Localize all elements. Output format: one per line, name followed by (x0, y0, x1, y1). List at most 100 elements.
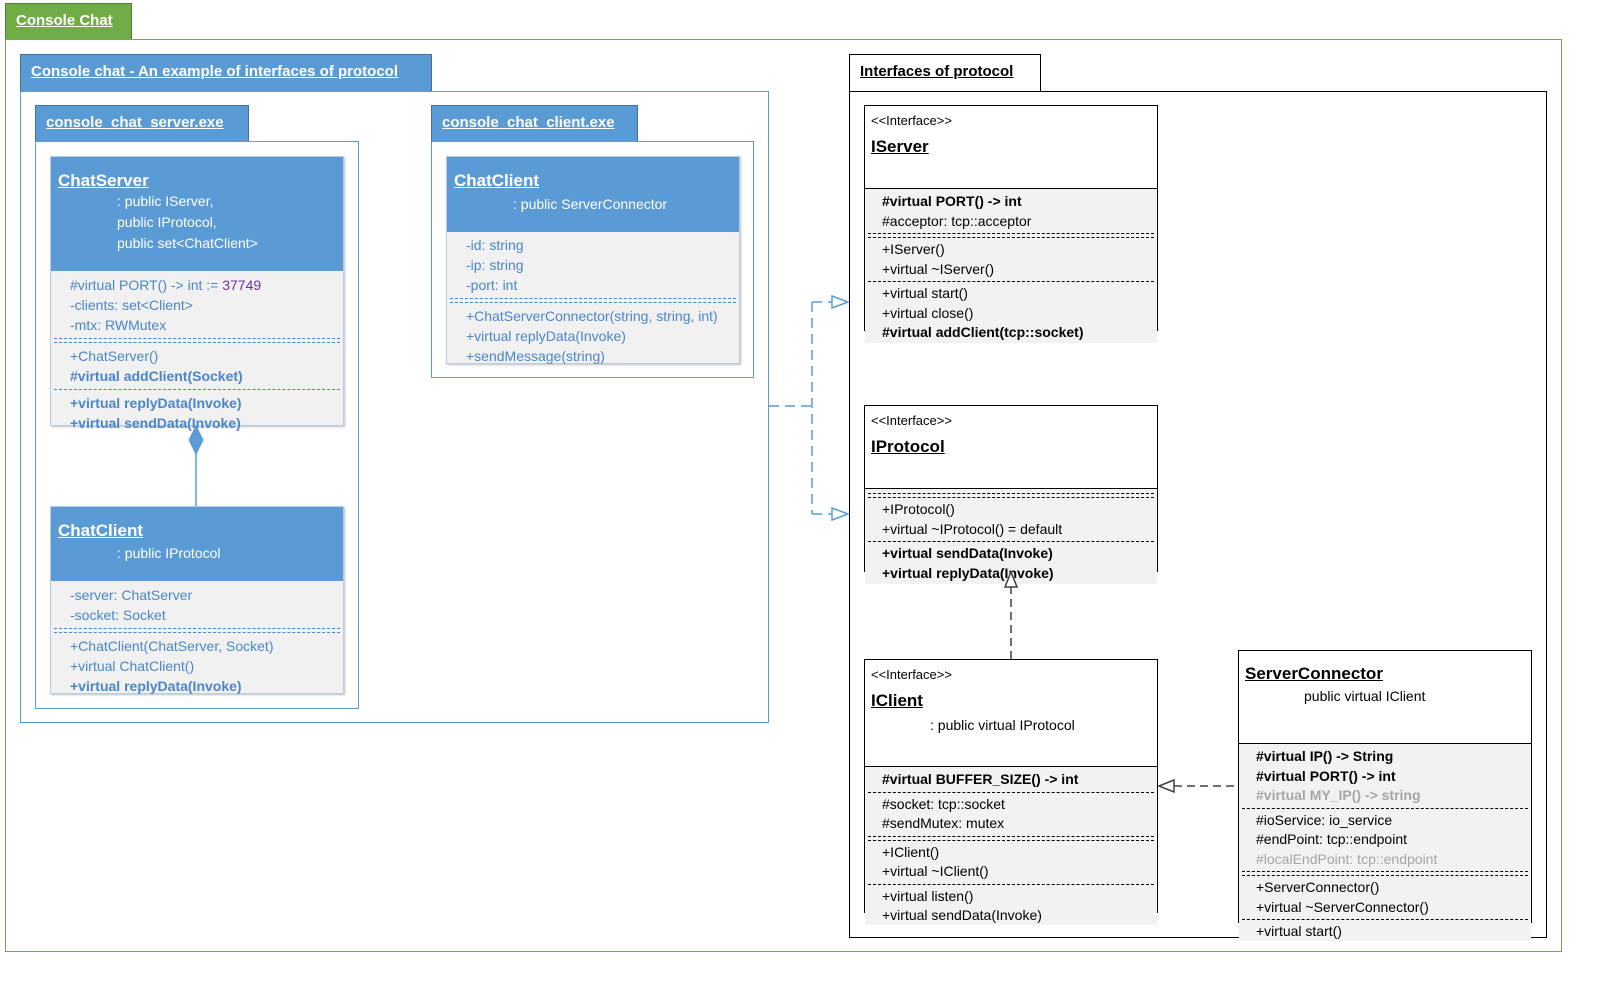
iclient-attr: #socket: tcp::socket (882, 795, 1005, 812)
iserver-stereotype: <<Interface>> (871, 113, 952, 128)
chatserver-base-3: public set<ChatClient> (117, 235, 258, 251)
serverconnector-attr: #endPoint: tcp::endpoint (1256, 831, 1408, 847)
chatserver-header: ChatServer : public IServer, public IPro… (51, 157, 343, 271)
chatserver-ops-2: +virtual replyData(Invoke) +virtual send… (51, 390, 343, 436)
server-package-tab: console_chat_server.exe (35, 105, 249, 142)
separator (868, 791, 1154, 793)
iprotocol-interface: <<Interface>> IProtocol +IProtocol() +vi… (864, 405, 1158, 584)
chatclient-name: ChatClient (58, 521, 143, 540)
chatserver-base-1: : public IServer, (117, 193, 214, 209)
left-frame (20, 91, 769, 723)
client-chatclient-base: : public ServerConnector (513, 196, 668, 212)
iserver-op: +IServer() (882, 241, 945, 257)
server-package-frame (35, 141, 359, 709)
client-chatclient-name: ChatClient (454, 171, 539, 190)
chatserver-op: +ChatServer() (70, 348, 159, 364)
iserver-name: IServer (871, 137, 929, 156)
port-attr-text: #virtual PORT() -> int := (70, 277, 223, 293)
iserver-interface: <<Interface>> IServer #virtual PORT() ->… (864, 105, 1158, 343)
client-chatclient-attributes: -id: string -ip: string -port: int (447, 232, 739, 298)
realization-arrow-iprotocol (831, 506, 851, 522)
iclient-attr-0: #virtual BUFFER_SIZE() -> int (865, 767, 1157, 792)
iserver-op: #virtual addClient(tcp::socket) (882, 324, 1084, 340)
iserver-header: <<Interface>> IServer (865, 106, 1157, 188)
serverconnector-attr: #ioService: io_service (1256, 811, 1393, 828)
serverconnector-header: ServerConnector public virtual IClient (1239, 651, 1531, 743)
client-chatclient-op: +sendMessage(string) (466, 348, 605, 364)
client-chatclient-attr: -id: string (466, 237, 524, 253)
serverconnector-attr: #virtual IP() -> String (1256, 748, 1394, 764)
port-value: 37749 (222, 277, 262, 293)
chatclient-attr: -socket: Socket (70, 607, 166, 623)
chatclient-base: : public IProtocol (117, 545, 221, 561)
iserver-attr: #acceptor: tcp::acceptor (882, 212, 1032, 229)
chatserver-op: +virtual sendData(Invoke) (70, 415, 241, 431)
iclient-op: +virtual sendData(Invoke) (882, 907, 1042, 923)
client-package-tab: console_chat_client.exe (431, 105, 638, 142)
iclient-name: IClient (871, 691, 923, 710)
iclient-interface: <<Interface>> IClient : public virtual I… (864, 659, 1158, 925)
separator (1242, 871, 1528, 876)
serverconnector-attr: #localEndPoint: tcp::endpoint (1256, 850, 1438, 867)
chatserver-name: ChatServer (58, 171, 149, 190)
chatclient-op: +ChatClient(ChatServer, Socket) (70, 638, 274, 654)
iprotocol-ops-1: +IProtocol() +virtual ~IProtocol() = def… (865, 498, 1157, 541)
separator (868, 493, 1154, 498)
iserver-op: +virtual close() (882, 304, 974, 321)
client-chatclient-op: +ChatServerConnector(string, string, int… (466, 308, 718, 324)
iclient-iprotocol-connector (1003, 569, 1019, 659)
right-frame (849, 91, 1547, 938)
iprotocol-op: +IProtocol() (882, 501, 955, 517)
separator (54, 389, 340, 390)
client-package-frame (431, 141, 754, 378)
iprotocol-op: +virtual sendData(Invoke) (882, 545, 1053, 561)
iserver-ops-2: +virtual start() +virtual close() #virtu… (865, 282, 1157, 345)
chatserver-base-2: public IProtocol, (117, 214, 217, 230)
iclient-ops-1: +IClient() +virtual ~IClient() (865, 841, 1157, 884)
chatclient-attr: -server: ChatServer (70, 587, 193, 603)
separator (54, 338, 340, 343)
serverconnector-iclient-connector (1156, 778, 1238, 794)
iprotocol-op: +virtual ~IProtocol() = default (882, 520, 1063, 537)
chatserver-attr: -clients: set<Client> (70, 297, 193, 313)
iclient-stereotype: <<Interface>> (871, 667, 952, 682)
realization-arrow-iserver (831, 294, 851, 310)
serverconnector-ops-2: +virtual start() (1239, 920, 1531, 944)
chatserver-op: #virtual addClient(Socket) (70, 368, 243, 384)
chatserver-attr: -mtx: RWMutex (70, 317, 167, 333)
iclient-header: <<Interface>> IClient : public virtual I… (865, 660, 1157, 766)
serverconnector-op: +ServerConnector() (1256, 879, 1380, 895)
iclient-base: : public virtual IProtocol (930, 717, 1075, 733)
iserver-attrs: #virtual PORT() -> int #acceptor: tcp::a… (865, 189, 1157, 233)
chatclient-attributes: -server: ChatServer -socket: Socket (51, 581, 343, 628)
client-chatclient-attr: -port: int (466, 277, 518, 293)
separator (868, 835, 1154, 841)
separator (868, 541, 1154, 542)
serverconnector-op: +virtual start() (1256, 923, 1342, 939)
separator (868, 883, 1154, 885)
serverconnector-attr: #virtual PORT() -> int (1256, 767, 1396, 784)
iclient-ops-2: +virtual listen() +virtual sendData(Invo… (865, 885, 1157, 928)
chatserver-port-attr: #virtual PORT() -> int := 37749 (70, 275, 343, 295)
separator (450, 298, 736, 303)
outer-frame-tab: Console Chat (5, 3, 132, 40)
iclient-op: +virtual ~IClient() (882, 863, 989, 879)
iclient-op: +virtual listen() (882, 887, 974, 904)
chatclient-ops: +ChatClient(ChatServer, Socket) +virtual… (51, 633, 343, 699)
outer-frame (5, 39, 1562, 952)
serverconnector-name: ServerConnector (1245, 664, 1383, 683)
client-chatclient-header: ChatClient : public ServerConnector (447, 157, 739, 232)
separator (54, 628, 340, 633)
iserver-attr: #virtual PORT() -> int (882, 193, 1022, 209)
iserver-op: +virtual ~IServer() (882, 260, 995, 277)
iprotocol-body: +IProtocol() +virtual ~IProtocol() = def… (865, 488, 1157, 584)
iprotocol-name: IProtocol (871, 437, 945, 456)
serverconnector-class: ServerConnector public virtual IClient #… (1238, 650, 1532, 941)
iclient-body: #virtual BUFFER_SIZE() -> int #socket: t… (865, 766, 1157, 925)
chatclient-header: ChatClient : public IProtocol (51, 507, 343, 581)
serverconnector-attr: #virtual MY_IP() -> string (1256, 787, 1421, 803)
client-chatclient-attr: -ip: string (466, 257, 524, 273)
separator (1242, 807, 1528, 809)
iprotocol-stereotype: <<Interface>> (871, 413, 952, 428)
